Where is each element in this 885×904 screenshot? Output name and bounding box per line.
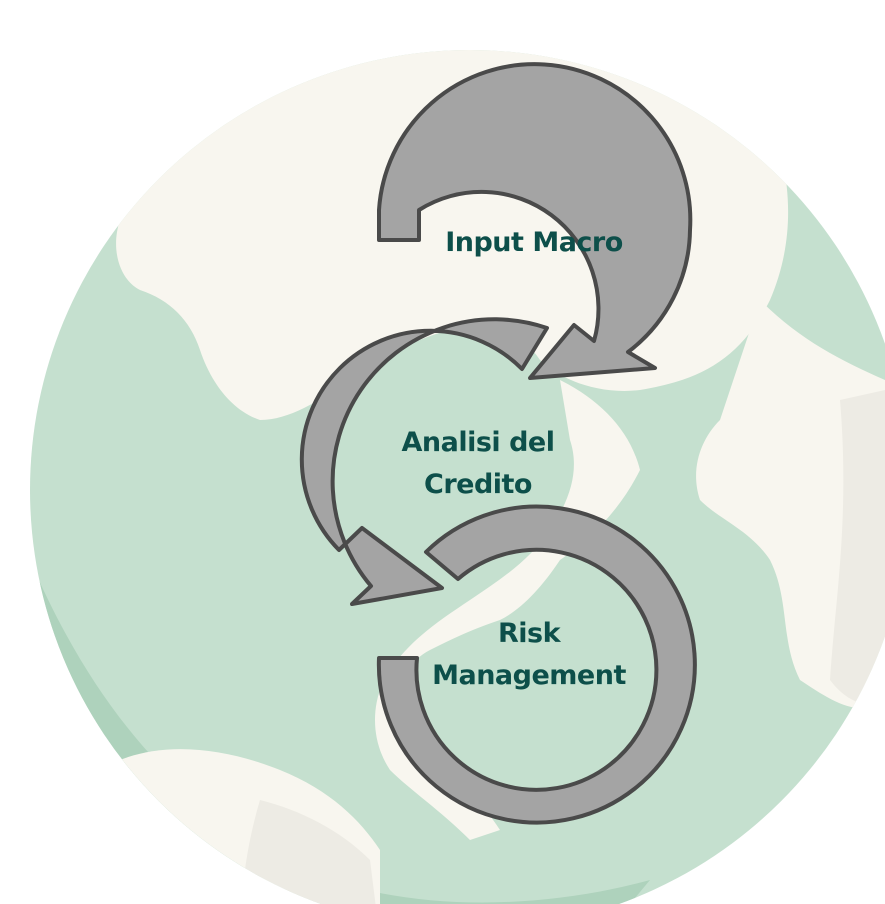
label-analisi-line2: Credito bbox=[424, 469, 532, 500]
arrow-risk-management bbox=[376, 504, 697, 825]
arrows bbox=[299, 62, 697, 825]
island-2 bbox=[250, 274, 310, 306]
step-labels: Input Macro Analisi del Credito Risk Man… bbox=[402, 227, 627, 691]
arrow-analisi-credito bbox=[299, 317, 549, 606]
label-analisi-line1: Analisi del bbox=[402, 427, 555, 458]
label-input-macro: Input Macro bbox=[445, 227, 623, 258]
arrow-input-macro bbox=[377, 62, 693, 380]
label-risk-line1: Risk bbox=[498, 618, 562, 649]
landmass-east-shade bbox=[830, 390, 885, 704]
landmass-south-shade bbox=[240, 800, 380, 904]
label-risk-line2: Management bbox=[432, 660, 626, 691]
landmass-central bbox=[375, 380, 640, 840]
